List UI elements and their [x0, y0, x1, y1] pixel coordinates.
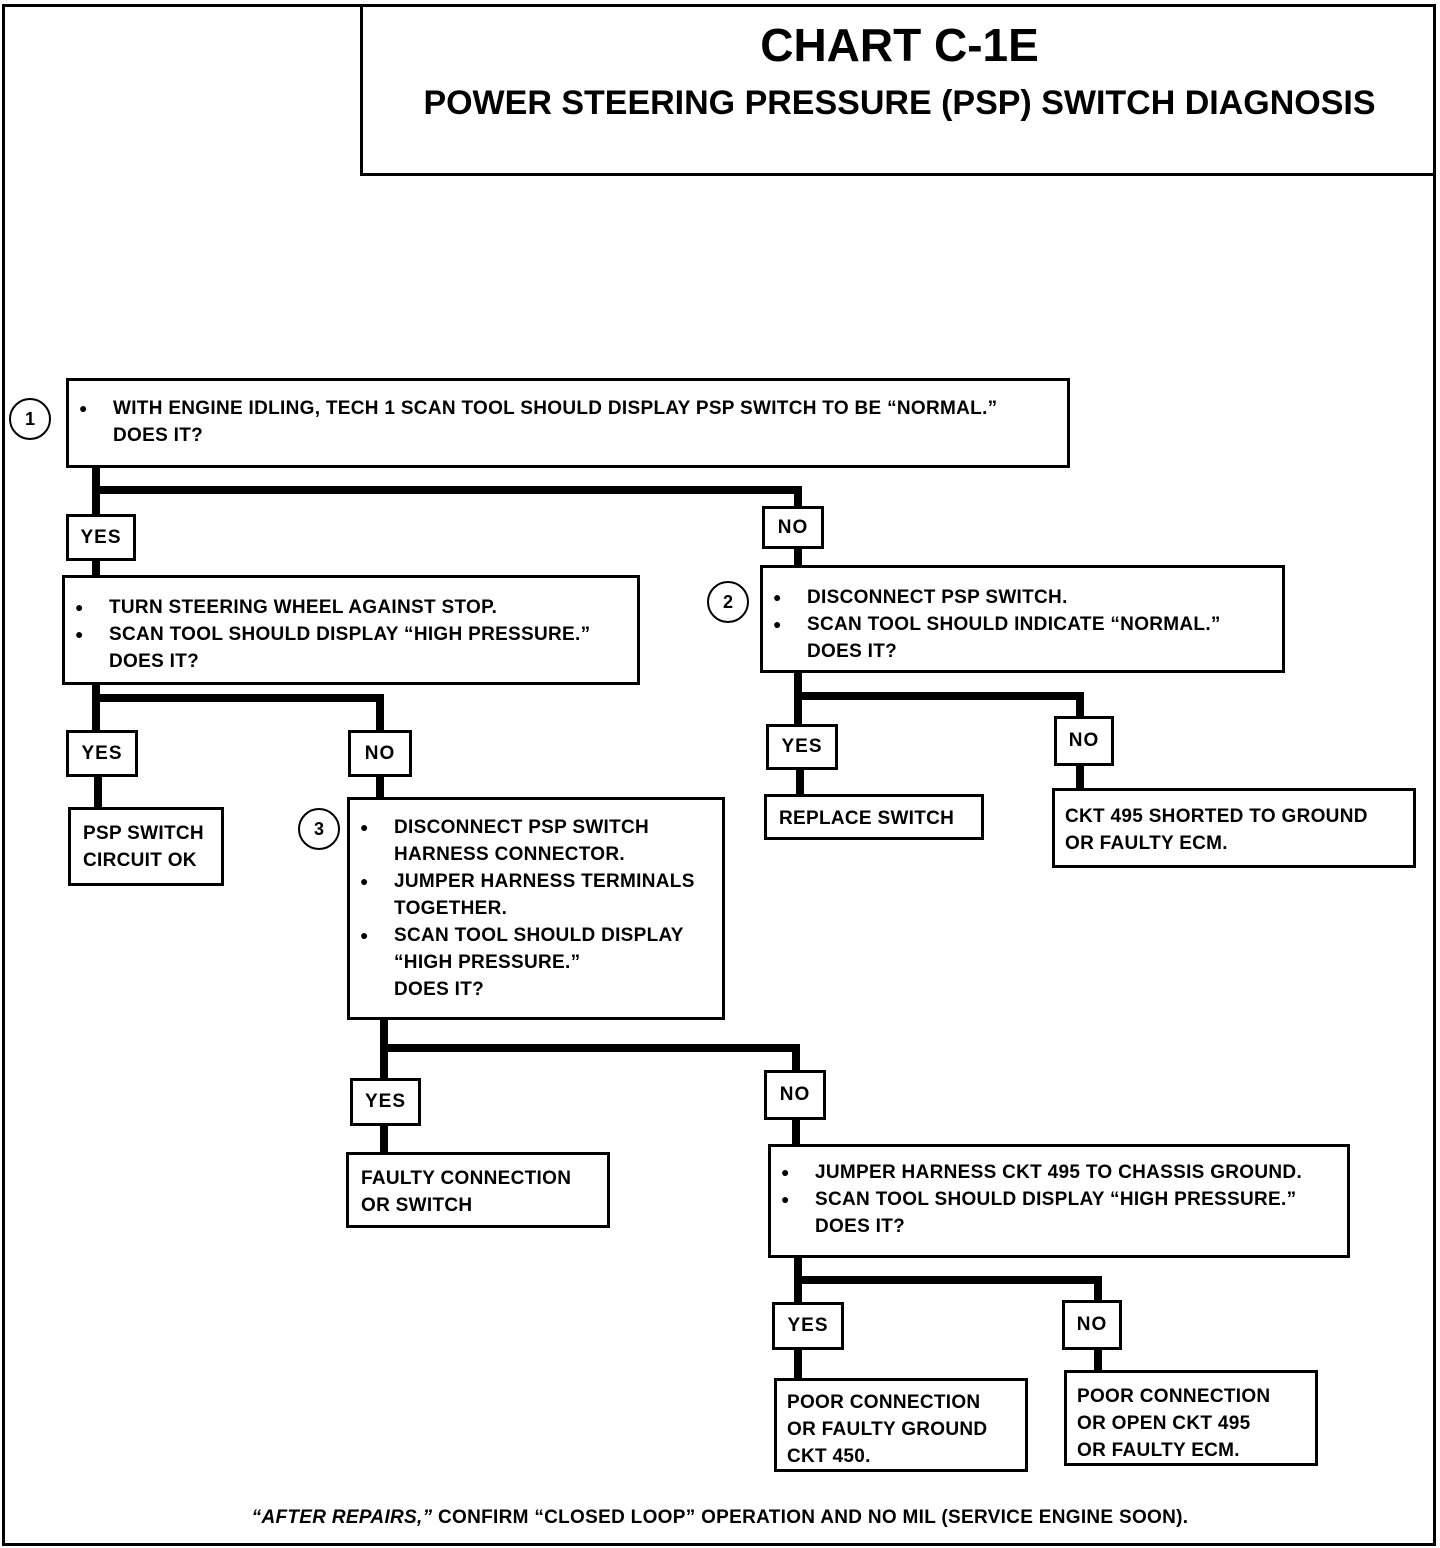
- box-line: HARNESS CONNECTOR.: [394, 844, 625, 865]
- box-line: DOES IT?: [394, 979, 485, 1000]
- box-line: SCAN TOOL SHOULD DISPLAY: [350, 922, 722, 949]
- question-box-idle-normal: WITH ENGINE IDLING, TECH 1 SCAN TOOL SHO…: [66, 378, 1070, 468]
- box-line: POOR CONNECTION: [1077, 1386, 1271, 1407]
- box-line: TOGETHER.: [394, 898, 508, 919]
- box-line: SCAN TOOL SHOULD DISPLAY “HIGH PRESSURE.…: [771, 1186, 1347, 1213]
- box-line: WITH ENGINE IDLING, TECH 1 SCAN TOOL SHO…: [69, 395, 1067, 422]
- box-line: CKT 495 SHORTED TO GROUND: [1065, 806, 1368, 827]
- connector-line: [794, 1276, 1102, 1284]
- footer-emphasis: “AFTER REPAIRS,”: [251, 1507, 433, 1528]
- box-line: FAULTY CONNECTION: [361, 1168, 572, 1189]
- connector-line: [380, 1124, 388, 1154]
- connector-line: [1094, 1276, 1102, 1302]
- box-line: REPLACE SWITCH: [779, 808, 955, 829]
- branch-label-no: NO: [762, 506, 824, 549]
- result-box-circuit-ok: PSP SWITCH CIRCUIT OK: [68, 807, 224, 886]
- chart-title: POWER STEERING PRESSURE (PSP) SWITCH DIA…: [423, 84, 1376, 122]
- box-line: JUMPER HARNESS TERMINALS: [350, 868, 722, 895]
- branch-label-yes: YES: [66, 730, 138, 777]
- box-line: OR FAULTY ECM.: [1065, 833, 1228, 854]
- connector-line: [94, 775, 102, 809]
- box-line: SCAN TOOL SHOULD INDICATE “NORMAL.”: [763, 611, 1282, 638]
- connector-line: [92, 684, 100, 732]
- connector-line: [1076, 764, 1084, 790]
- branch-label-yes: YES: [772, 1302, 844, 1350]
- connector-line: [376, 694, 384, 732]
- box-line: DOES IT?: [113, 425, 204, 446]
- box-line: OR FAULTY ECM.: [1077, 1440, 1240, 1461]
- chart-id: CHART C-1E: [760, 19, 1039, 71]
- branch-label-yes: YES: [350, 1078, 421, 1126]
- branch-label-no: NO: [1062, 1300, 1122, 1350]
- step-marker-3: 3: [298, 808, 340, 850]
- connector-line: [92, 694, 384, 702]
- question-box-jumper-terminals: DISCONNECT PSP SWITCH HARNESS CONNECTOR.…: [347, 797, 725, 1020]
- connector-line: [794, 692, 1084, 700]
- box-line: POOR CONNECTION: [787, 1392, 981, 1413]
- box-line: CKT 450.: [787, 1446, 871, 1467]
- connector-line: [794, 547, 802, 567]
- connector-line: [796, 768, 804, 796]
- outer-frame: [2, 4, 1436, 1546]
- box-line: OR OPEN CKT 495: [1077, 1413, 1251, 1434]
- branch-label-no: NO: [348, 730, 412, 777]
- box-line: PSP SWITCH: [83, 823, 204, 844]
- question-box-steering-stop: TURN STEERING WHEEL AGAINST STOP. SCAN T…: [62, 575, 640, 685]
- box-line: DOES IT?: [109, 651, 200, 672]
- step-marker-2: 2: [707, 581, 749, 623]
- box-line: TURN STEERING WHEEL AGAINST STOP.: [65, 594, 637, 621]
- connector-line: [792, 1044, 800, 1070]
- connector-line: [92, 486, 802, 494]
- connector-line: [92, 490, 100, 514]
- result-box-faulty-connection: FAULTY CONNECTION OR SWITCH: [346, 1152, 610, 1228]
- footer-text: CONFIRM “CLOSED LOOP” OPERATION AND NO M…: [432, 1507, 1189, 1528]
- box-line: CIRCUIT OK: [83, 850, 197, 871]
- connector-line: [376, 775, 384, 799]
- result-box-replace-switch: REPLACE SWITCH: [764, 794, 984, 840]
- box-line: SCAN TOOL SHOULD DISPLAY “HIGH PRESSURE.…: [65, 621, 637, 648]
- question-box-chassis-ground: JUMPER HARNESS CKT 495 TO CHASSIS GROUND…: [768, 1144, 1350, 1258]
- connector-line: [792, 1118, 800, 1148]
- connector-line: [1076, 692, 1084, 718]
- branch-label-yes: YES: [66, 514, 136, 561]
- connector-line: [794, 1348, 802, 1380]
- box-line: DOES IT?: [815, 1216, 906, 1237]
- connector-line: [380, 1044, 800, 1052]
- result-box-poor-ground: POOR CONNECTION OR FAULTY GROUND CKT 450…: [774, 1378, 1028, 1472]
- result-box-poor-open-ckt: POOR CONNECTION OR OPEN CKT 495 OR FAULT…: [1064, 1370, 1318, 1466]
- connector-line: [92, 466, 100, 490]
- result-box-ckt495-shorted: CKT 495 SHORTED TO GROUND OR FAULTY ECM.: [1052, 788, 1416, 868]
- connector-line: [794, 486, 802, 510]
- box-line: OR SWITCH: [361, 1195, 473, 1216]
- box-line: JUMPER HARNESS CKT 495 TO CHASSIS GROUND…: [771, 1159, 1347, 1186]
- box-line: “HIGH PRESSURE.”: [394, 952, 581, 973]
- connector-line: [1094, 1348, 1102, 1372]
- connector-line: [92, 559, 100, 577]
- title-block: CHART C-1E POWER STEERING PRESSURE (PSP)…: [360, 4, 1436, 176]
- step-marker-1: 1: [9, 398, 51, 440]
- question-box-disconnect-psp: DISCONNECT PSP SWITCH. SCAN TOOL SHOULD …: [760, 565, 1285, 673]
- footer-note: “AFTER REPAIRS,” CONFIRM “CLOSED LOOP” O…: [0, 1507, 1440, 1529]
- branch-label-no: NO: [764, 1070, 826, 1120]
- box-line: DISCONNECT PSP SWITCH: [350, 814, 722, 841]
- branch-label-yes: YES: [766, 724, 838, 770]
- box-line: DISCONNECT PSP SWITCH.: [763, 584, 1282, 611]
- branch-label-no: NO: [1054, 716, 1114, 766]
- box-line: OR FAULTY GROUND: [787, 1419, 988, 1440]
- box-line: DOES IT?: [807, 641, 898, 662]
